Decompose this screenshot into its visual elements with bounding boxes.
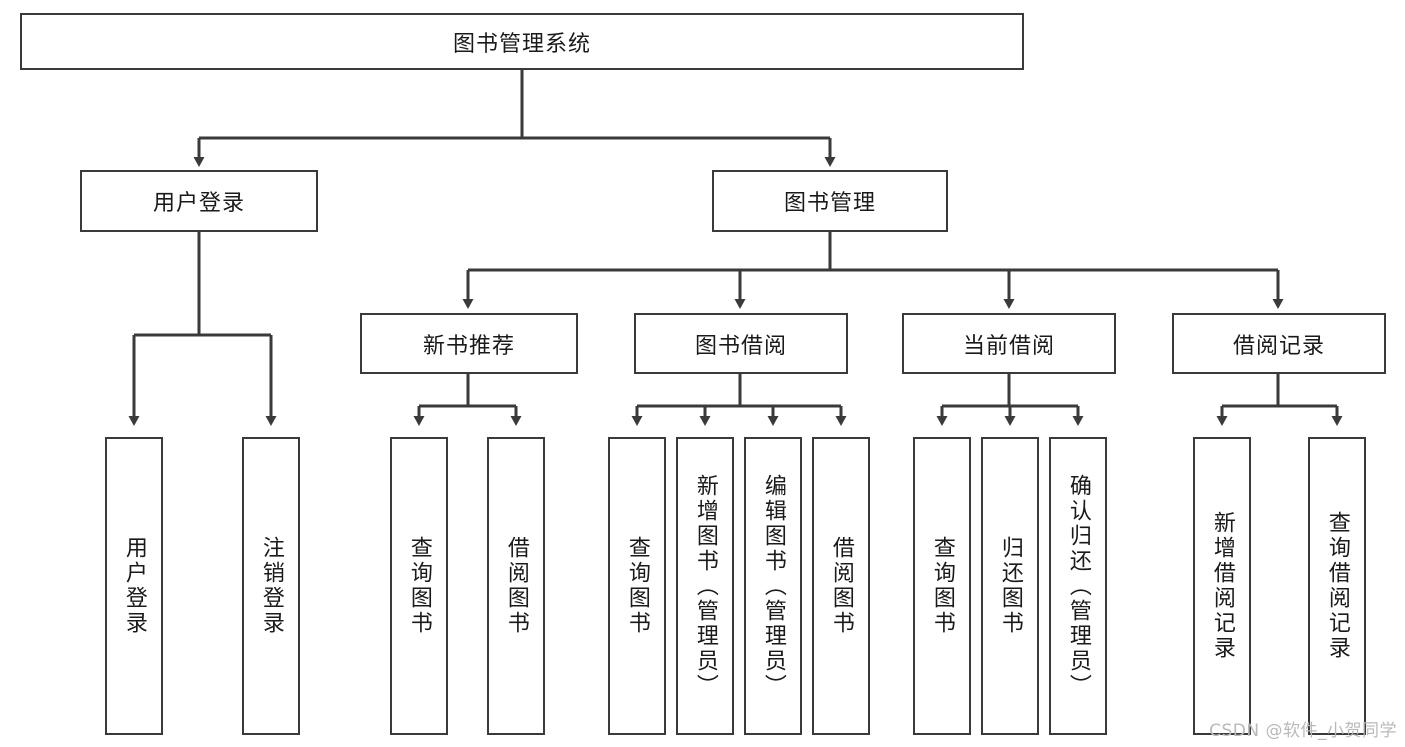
leaf-query-book-recommend[interactable]: 查询图书 — [390, 437, 448, 735]
node-book-borrow[interactable]: 图书借阅 — [634, 313, 848, 374]
node-current-borrow[interactable]: 当前借阅 — [902, 313, 1116, 374]
node-label: 借阅图书 — [828, 536, 854, 636]
leaf-return-book[interactable]: 归还图书 — [981, 437, 1039, 735]
node-label: 当前借阅 — [962, 333, 1055, 359]
node-label: 新书推荐 — [422, 333, 515, 359]
leaf-confirm-return-admin[interactable]: 确认归还（管理员） — [1049, 437, 1107, 735]
leaf-logout-login[interactable]: 注销登录 — [242, 437, 300, 735]
node-label: 注销登录 — [258, 536, 284, 636]
csdn-watermark: CSDN @软件_小贺同学 — [1209, 721, 1397, 741]
node-label: 借阅记录 — [1232, 333, 1325, 359]
node-user-login[interactable]: 用户登录 — [80, 170, 318, 232]
leaf-query-borrow-record[interactable]: 查询借阅记录 — [1308, 437, 1366, 735]
node-label: 确认归还（管理员） — [1065, 473, 1091, 699]
node-label: 查询图书 — [929, 536, 955, 636]
node-label: 新增图书（管理员） — [692, 473, 718, 699]
node-book-manage[interactable]: 图书管理 — [712, 170, 948, 232]
leaf-add-book-admin[interactable]: 新增图书（管理员） — [676, 437, 734, 735]
node-label: 图书管理 — [783, 191, 876, 216]
node-borrow-record[interactable]: 借阅记录 — [1172, 313, 1386, 374]
node-label: 新增借阅记录 — [1209, 511, 1235, 661]
node-new-book-recommend[interactable]: 新书推荐 — [360, 313, 578, 374]
node-label: 用户登录 — [121, 536, 147, 636]
node-label: 查询借阅记录 — [1324, 511, 1350, 661]
leaf-add-borrow-record[interactable]: 新增借阅记录 — [1193, 437, 1251, 735]
leaf-query-book-current[interactable]: 查询图书 — [913, 437, 971, 735]
node-label: 图书管理系统 — [452, 31, 591, 57]
leaf-borrow-book[interactable]: 借阅图书 — [812, 437, 870, 735]
node-label: 查询图书 — [624, 536, 650, 636]
leaf-user-login[interactable]: 用户登录 — [105, 437, 163, 735]
node-label: 用户登录 — [152, 191, 245, 216]
leaf-edit-book-admin[interactable]: 编辑图书（管理员） — [744, 437, 802, 735]
node-label: 归还图书 — [997, 536, 1023, 636]
node-label: 图书借阅 — [694, 333, 787, 359]
node-label: 借阅图书 — [503, 536, 529, 636]
node-root-book-management-system[interactable]: 图书管理系统 — [20, 13, 1024, 70]
node-label: 查询图书 — [406, 536, 432, 636]
leaf-borrow-book-recommend[interactable]: 借阅图书 — [487, 437, 545, 735]
node-label: 编辑图书（管理员） — [760, 473, 786, 699]
leaf-query-book-borrow[interactable]: 查询图书 — [608, 437, 666, 735]
